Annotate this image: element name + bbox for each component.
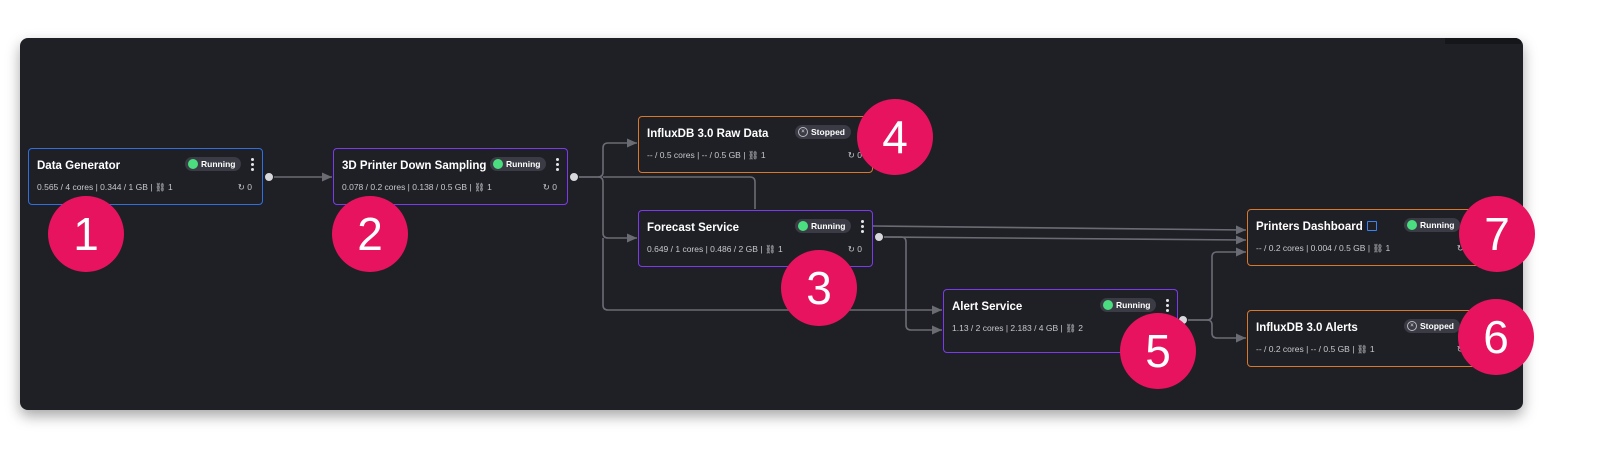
running-dot-icon (1103, 299, 1113, 310)
status-badge-running: Running (1100, 298, 1157, 312)
node-stats: 1.13 / 2 cores | 2.183 / 4 GB | ⛓ 2 (952, 323, 1083, 333)
running-dot-icon (493, 158, 503, 169)
node-printers-dashboard[interactable]: Printers Dashboard Running -- / 0.2 core… (1247, 209, 1482, 266)
node-title: 3D Printer Down Sampling (342, 160, 487, 172)
stopped-x-icon: × (798, 126, 808, 137)
node-stats: -- / 0.2 cores | -- / 0.5 GB | ⛓ 1 (1256, 344, 1375, 354)
node-title: InfluxDB 3.0 Alerts (1256, 322, 1358, 334)
node-stats: -- / 0.5 cores | -- / 0.5 GB | ⛓ 1 (647, 150, 766, 160)
node-title: Data Generator (37, 160, 121, 172)
node-title: Printers Dashboard (1256, 220, 1377, 233)
running-dot-icon (1407, 219, 1417, 230)
status-badge-running: Running (185, 157, 242, 171)
callout-marker-5: 5 (1120, 313, 1196, 389)
node-title: InfluxDB 3.0 Raw Data (647, 128, 769, 140)
callout-marker-1: 1 (48, 196, 124, 272)
callout-marker-6: 6 (1458, 299, 1534, 375)
status-badge-running: Running (795, 219, 852, 233)
node-3d-printer-down-sampling[interactable]: 3D Printer Down Sampling Running 0.078 /… (333, 148, 568, 205)
node-influxdb-alerts[interactable]: InfluxDB 3.0 Alerts ×Stopped -- / 0.2 co… (1247, 310, 1482, 367)
callout-marker-3: 3 (781, 250, 857, 326)
callout-marker-2: 2 (332, 196, 408, 272)
node-forecast-service[interactable]: Forecast Service Running 0.649 / 1 cores… (638, 210, 873, 267)
node-influxdb-raw-data[interactable]: InfluxDB 3.0 Raw Data ×Stopped -- / 0.5 … (638, 116, 873, 173)
callout-marker-7: 7 (1459, 196, 1535, 272)
canvas-corner-tab (1445, 38, 1521, 44)
restart-count: ↻ 0 (847, 150, 862, 160)
node-title: Alert Service (952, 301, 1023, 313)
status-badge-running: Running (1404, 218, 1461, 232)
status-badge-stopped: ×Stopped (1404, 319, 1460, 333)
restart-count: ↻ 0 (847, 244, 862, 254)
kebab-menu-icon[interactable] (555, 157, 559, 173)
stopped-x-icon: × (1407, 320, 1417, 331)
status-badge-running: Running (490, 157, 547, 171)
status-badge-stopped: ×Stopped (795, 125, 851, 139)
node-data-generator[interactable]: Data Generator Running 0.565 / 4 cores |… (28, 148, 263, 205)
kebab-menu-icon[interactable] (860, 219, 864, 235)
node-stats: 0.078 / 0.2 cores | 0.138 / 0.5 GB | ⛓ 1 (342, 182, 492, 192)
kebab-menu-icon[interactable] (1165, 298, 1169, 314)
node-title: Forecast Service (647, 222, 740, 234)
restart-count: ↻ 0 (542, 182, 557, 192)
running-dot-icon (798, 220, 808, 231)
node-stats: 0.649 / 1 cores | 0.486 / 2 GB | ⛓ 1 (647, 244, 783, 254)
kebab-menu-icon[interactable] (250, 157, 254, 173)
running-dot-icon (188, 158, 198, 169)
node-stats: -- / 0.2 cores | 0.004 / 0.5 GB | ⛓ 1 (1256, 243, 1391, 253)
restart-count: ↻ 0 (237, 182, 252, 192)
callout-marker-4: 4 (857, 99, 933, 175)
external-link-icon[interactable] (1366, 220, 1377, 231)
node-stats: 0.565 / 4 cores | 0.344 / 1 GB | ⛓ 1 (37, 182, 173, 192)
